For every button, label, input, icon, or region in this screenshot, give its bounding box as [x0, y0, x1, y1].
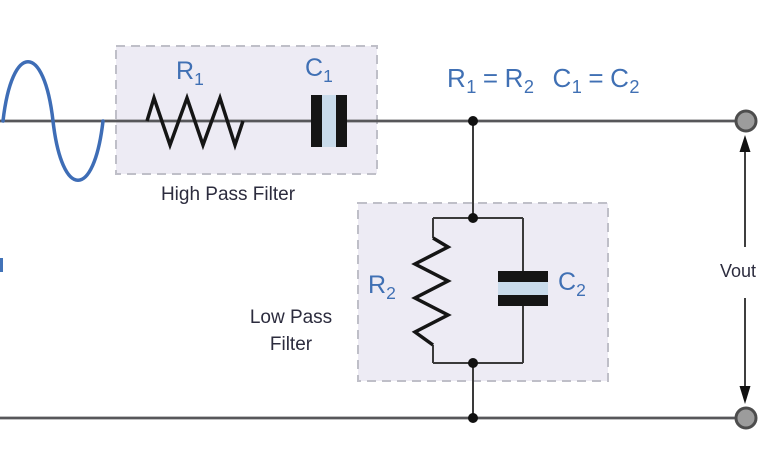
- clipped-label-fragment: [0, 258, 3, 272]
- junction-dot-parallel-bottom: [468, 358, 478, 368]
- low-pass-filter-caption: Low Pass Filter: [223, 304, 359, 358]
- resistor-r1-symbol: [145, 92, 245, 151]
- junction-dot-parallel-top: [468, 213, 478, 223]
- capacitor-c2-symbol: [498, 271, 548, 306]
- high-pass-filter-caption: High Pass Filter: [160, 184, 296, 205]
- c2-dielectric: [498, 282, 548, 295]
- junction-dot-bottom: [468, 413, 478, 423]
- c2-bottom-plate: [498, 295, 548, 306]
- r1-label: R1: [176, 57, 204, 89]
- r2-label: R2: [368, 271, 396, 303]
- capacitor-c1-symbol: [311, 95, 347, 147]
- c1-left-plate: [311, 95, 322, 147]
- vout-arrow-down-icon: [739, 298, 751, 404]
- resistor-r2-symbol: [411, 236, 452, 347]
- eq-c2: C2: [610, 63, 640, 98]
- output-terminal-top-icon: [734, 109, 758, 133]
- low-pass-filter-box: [357, 202, 609, 382]
- vout-label: Vout: [719, 261, 757, 281]
- eq-r1: R1: [447, 63, 477, 98]
- c2-label: C2: [558, 268, 586, 300]
- low-pass-caption-line1: Low Pass: [249, 307, 333, 328]
- eq-op2: =: [588, 63, 605, 93]
- c1-dielectric: [322, 95, 336, 147]
- c2-top-plate: [498, 271, 548, 282]
- vout-arrow-up-icon: [739, 135, 751, 247]
- eq-op1: =: [482, 63, 499, 93]
- junction-dot-top: [468, 116, 478, 126]
- c1-label: C1: [305, 54, 333, 86]
- eq-r2: R2: [504, 63, 535, 98]
- input-sine-wave-icon: [1, 60, 105, 182]
- output-terminal-bottom-icon: [734, 406, 758, 430]
- low-pass-caption-line2: Filter: [269, 334, 313, 355]
- eq-c1: C1: [552, 63, 583, 98]
- c1-right-plate: [336, 95, 347, 147]
